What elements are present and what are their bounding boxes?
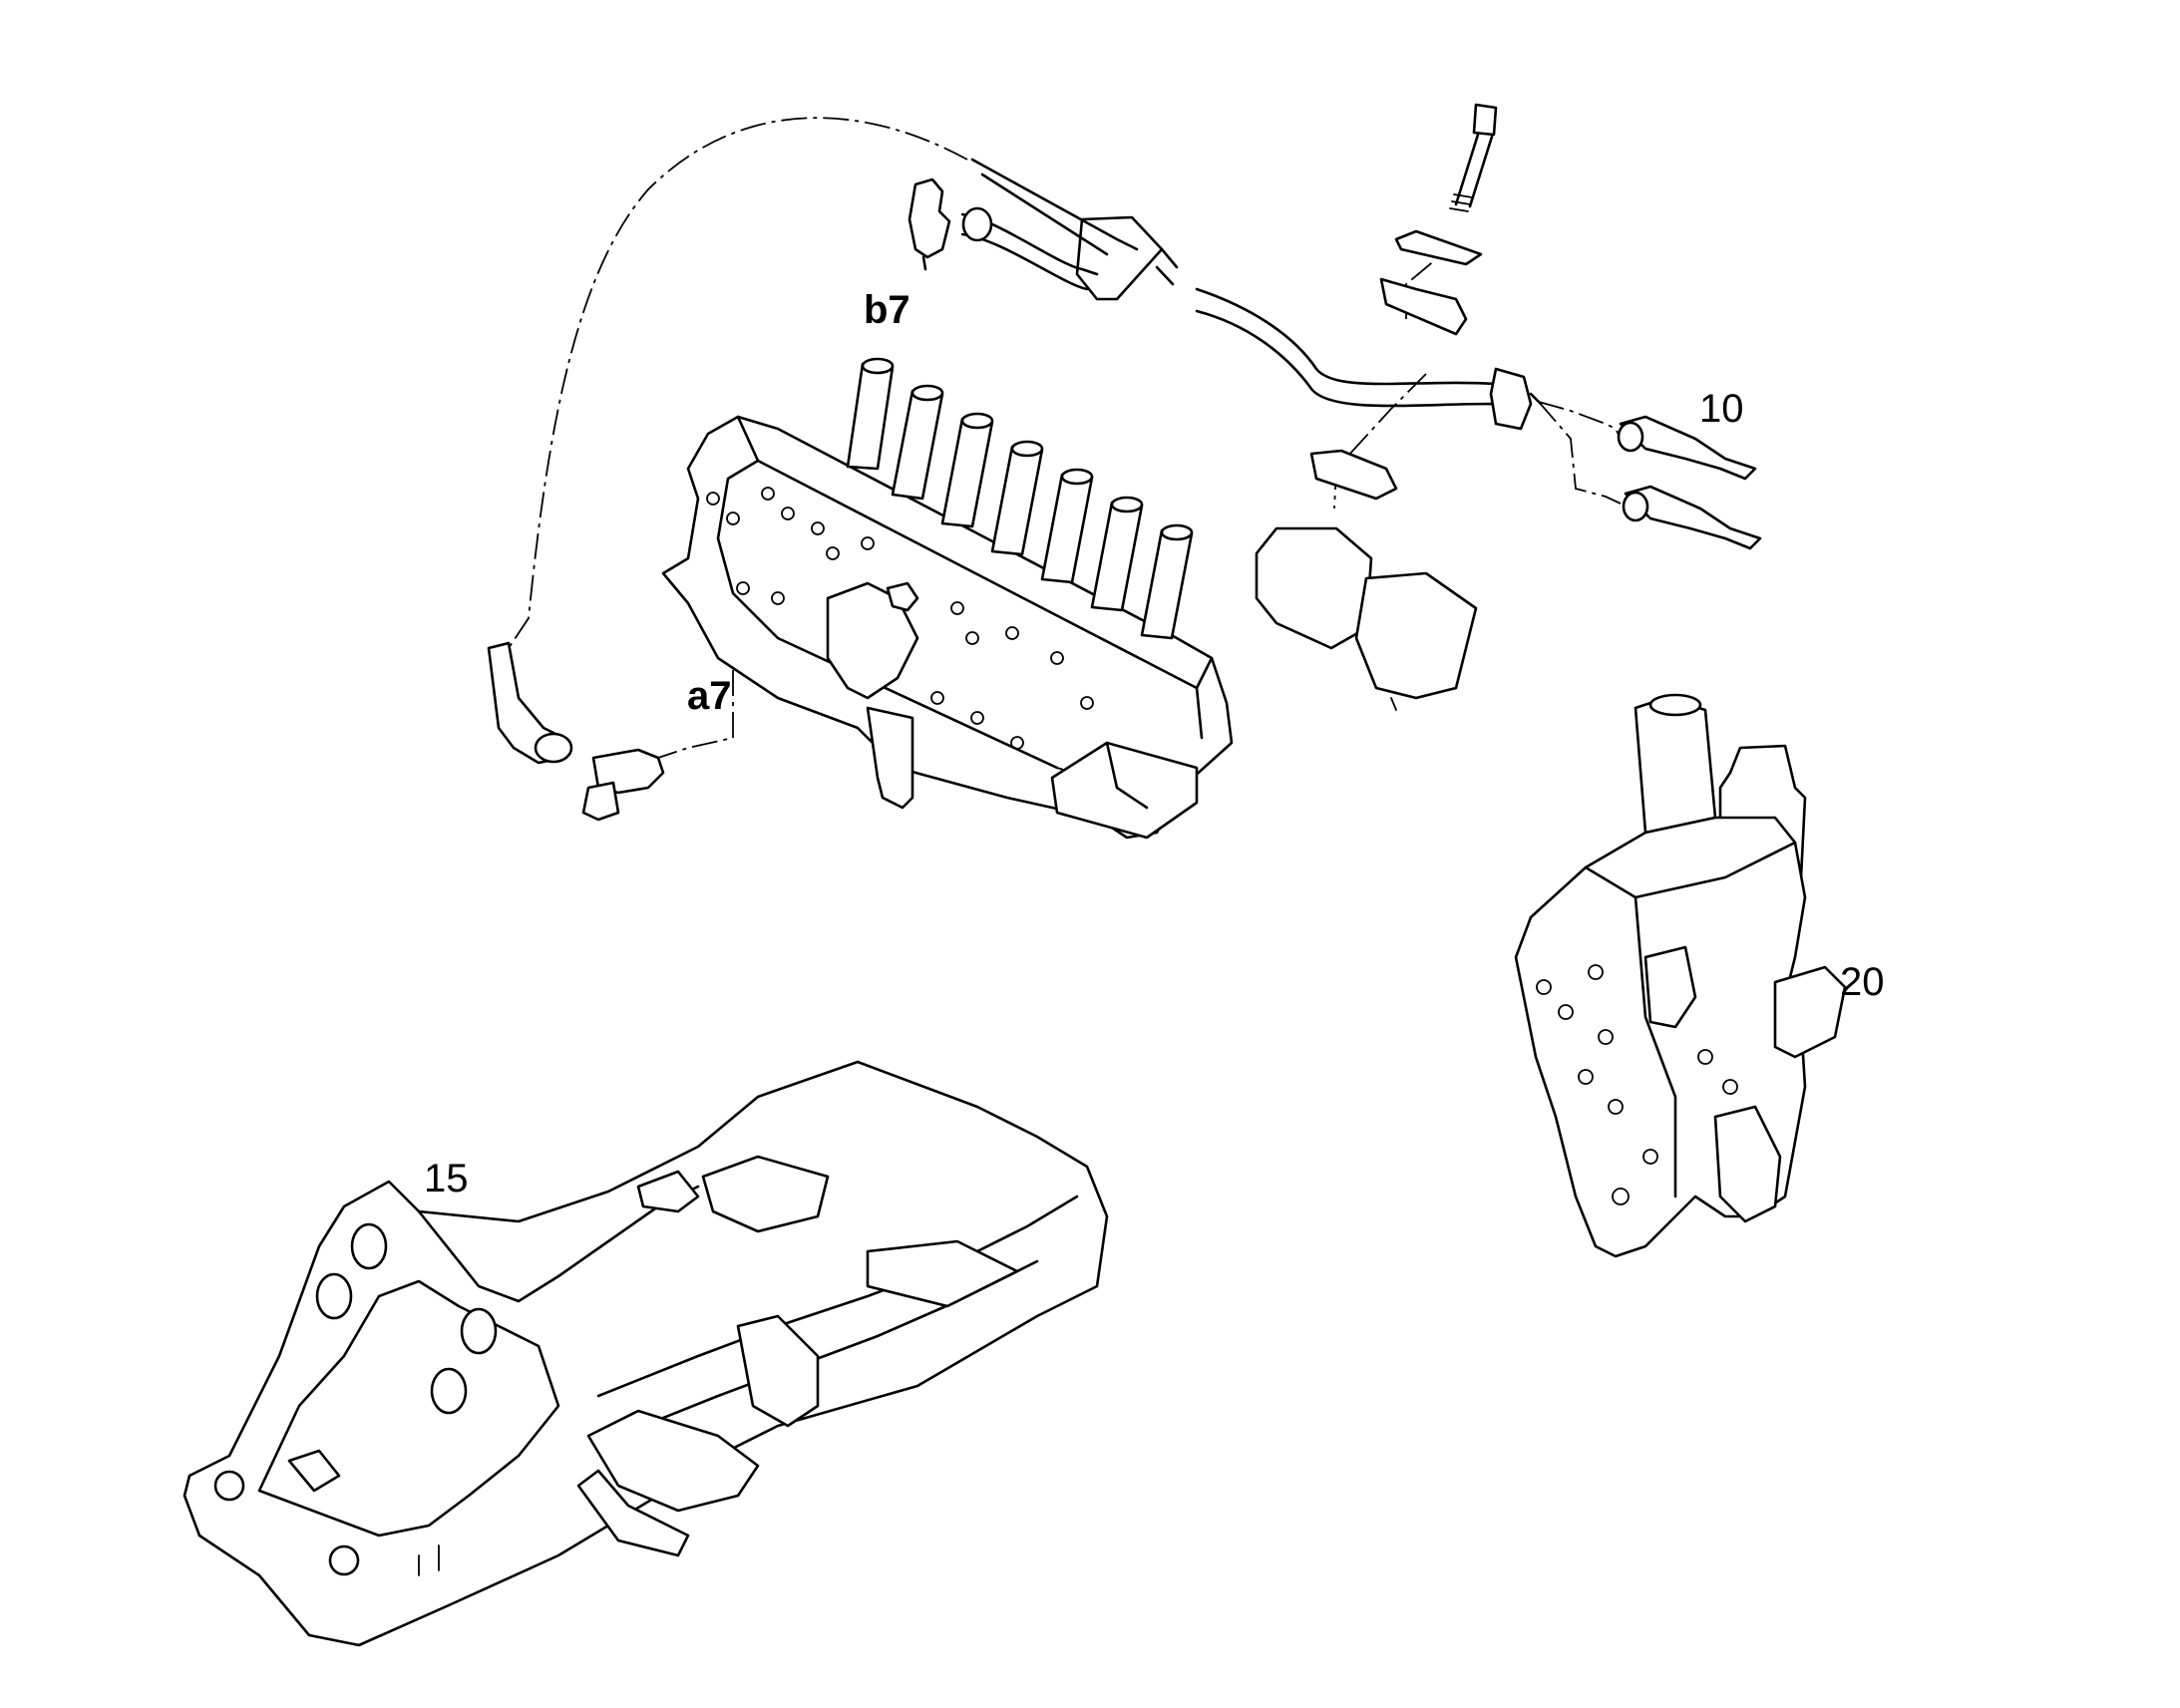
label-b7: b7: [864, 288, 910, 332]
label-15: 15: [424, 1157, 469, 1200]
part-labels: b7 a7 10 15 20: [424, 288, 1885, 1200]
sensor-b7: [908, 177, 951, 271]
label-10: 10: [1699, 387, 1744, 431]
bolt-and-plates: [1255, 103, 1498, 711]
pressure-switches: [1617, 415, 1762, 550]
port-holes: [706, 487, 1094, 750]
label-20: 20: [1840, 960, 1885, 1004]
pipes-and-clamps: [960, 158, 1543, 431]
label-a7: a7: [687, 674, 732, 718]
control-valve-block: [661, 357, 1234, 840]
chassis-frame-15: [182, 1060, 1109, 1647]
spool-row: [846, 357, 1194, 640]
control-valve-20: [1514, 693, 1847, 1258]
fitting-a7: [487, 641, 665, 822]
